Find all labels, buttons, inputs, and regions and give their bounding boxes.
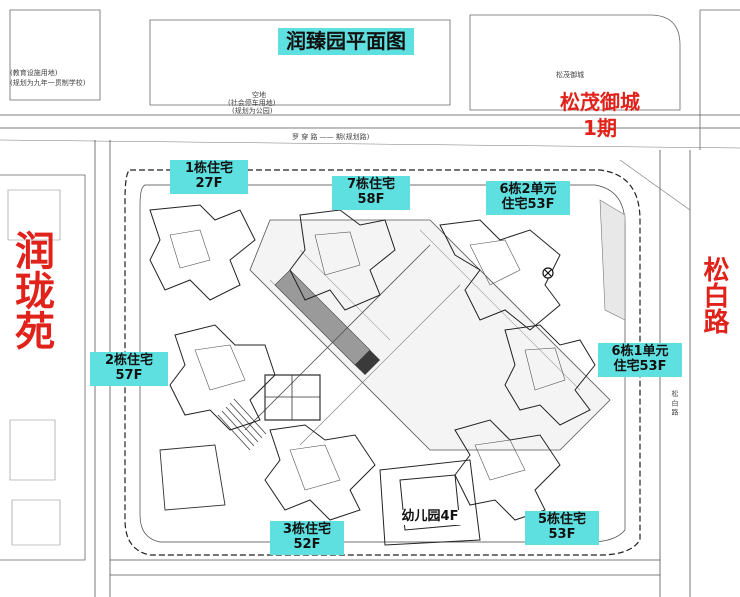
note-top-center-3: (规划为公园) <box>232 107 273 115</box>
building-label-kindergarten: 幼儿园4F <box>390 509 470 525</box>
map-title: 润臻园平面图 <box>278 28 414 55</box>
building-label-3: 3栋住宅 52F <box>270 521 344 555</box>
building-floors: 27F <box>195 175 223 191</box>
building-floors: 52F <box>293 536 321 552</box>
building-floors: 住宅53F <box>613 358 667 374</box>
building-name: 2栋住宅 <box>104 353 154 368</box>
neighbor-songmao-line2: 1期 <box>583 116 617 140</box>
building-label-6-unit2: 6栋2单元 住宅53F <box>486 181 570 215</box>
building-floors: 53F <box>548 526 576 542</box>
building-label-5: 5栋住宅 53F <box>525 511 599 545</box>
building-label-6-unit1: 6栋1单元 住宅53F <box>598 343 682 377</box>
building-name: 7栋住宅 <box>346 177 396 192</box>
building-name: 6栋2单元 <box>499 182 557 197</box>
building-floors: 住宅53F <box>501 196 555 212</box>
neighbor-songmao-line1: 松茂御城 <box>560 90 640 114</box>
building-name: 幼儿园4F <box>401 509 459 524</box>
building-name: 1栋住宅 <box>184 161 234 176</box>
road-songbai: 松白路 <box>699 256 729 334</box>
note-top-left: (教育设施用地) <box>10 69 58 77</box>
building-floors: 58F <box>357 191 385 207</box>
note-right-top: 松茂御城 <box>556 71 584 79</box>
note-top-center: 空地 <box>252 91 266 99</box>
note-top-center-2: (社会停车用地) <box>228 99 276 107</box>
building-label-7: 7栋住宅 58F <box>332 176 410 210</box>
building-label-1: 1栋住宅 27F <box>170 160 248 194</box>
building-name: 3栋住宅 <box>282 522 332 537</box>
note-top-left-2: (规划为九年一贯制学校) <box>10 79 86 87</box>
building-name: 6栋1单元 <box>611 344 669 359</box>
neighbor-runlongyuan: 润珑苑 <box>8 230 54 350</box>
note-road-top: 罗 穿 路 —— 期(规划路) <box>292 133 370 141</box>
building-label-2: 2栋住宅 57F <box>90 352 168 386</box>
building-name: 5栋住宅 <box>537 512 587 527</box>
building-floors: 57F <box>115 367 143 383</box>
note-right-road: 松 白 路 <box>671 390 679 416</box>
